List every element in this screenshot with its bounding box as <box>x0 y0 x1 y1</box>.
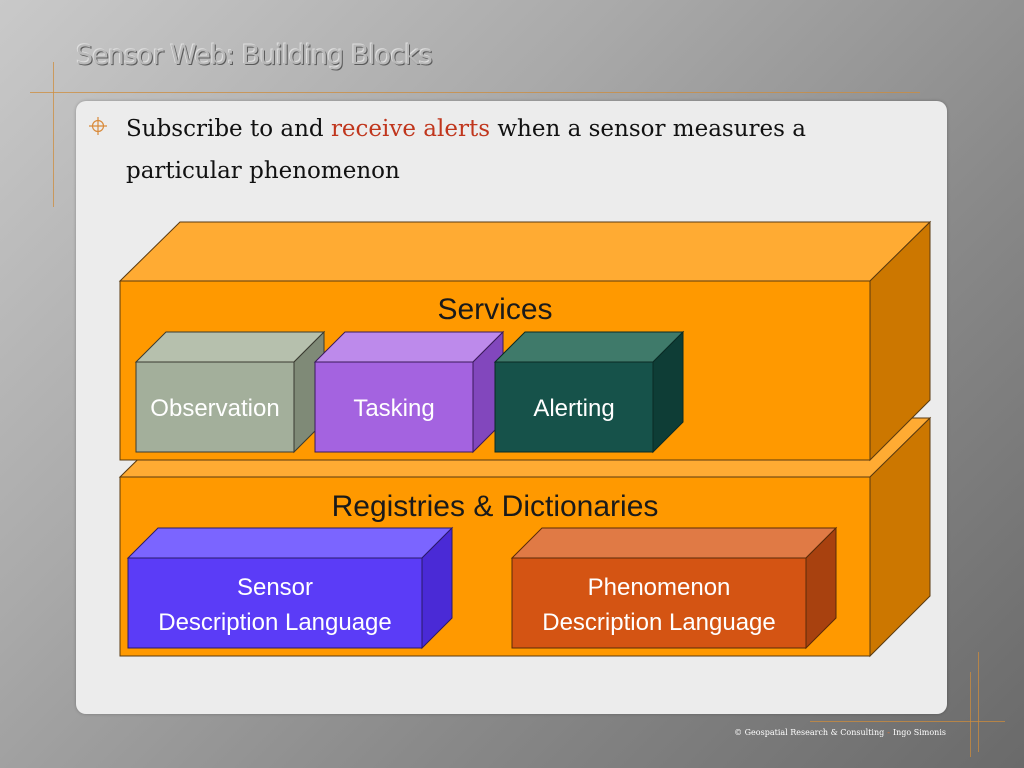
crosshair-bullet-icon <box>88 116 108 141</box>
sensor-description-language-block: Sensor Description Language <box>126 526 454 650</box>
bullet-text: Subscribe to and receive alerts when a s… <box>126 108 916 192</box>
decorative-line-bottom <box>810 721 1005 722</box>
footer-credits: © Geospatial Research & Consulting-Ingo … <box>734 728 946 737</box>
footer-separator: - <box>887 728 890 737</box>
observation-block: Observation <box>134 330 326 454</box>
services-layer-label: Services <box>437 293 552 326</box>
observation-block-label: Observation <box>150 395 279 422</box>
sensor-block-label-line1: Sensor <box>237 574 313 601</box>
decorative-line-right-2 <box>978 652 979 752</box>
phenomenon-block-label-line1: Phenomenon <box>588 574 731 601</box>
footer-left: © Geospatial Research & Consulting <box>734 728 885 737</box>
registries-layer-label: Registries & Dictionaries <box>332 490 659 523</box>
slide-title: Sensor Web: Building Blocks <box>76 40 433 71</box>
sensor-block-label-line2: Description Language <box>158 609 392 636</box>
bullet-text-highlight: receive alerts <box>330 116 491 142</box>
services-layer-top <box>118 221 932 282</box>
bullet-text-start: Subscribe to and <box>126 116 331 142</box>
decorative-line-top <box>30 92 920 93</box>
bullet-text-end: when a sensor measures a particular phen… <box>126 116 806 184</box>
alerting-block-label: Alerting <box>533 395 614 422</box>
decorative-line-right-1 <box>970 672 971 757</box>
tasking-block: Tasking <box>313 330 505 454</box>
alerting-block: Alerting <box>493 330 685 454</box>
footer-right: Ingo Simonis <box>892 728 946 737</box>
phenomenon-description-language-block: Phenomenon Description Language <box>510 526 838 650</box>
decorative-line-left <box>53 62 54 207</box>
tasking-block-label: Tasking <box>353 395 434 422</box>
phenomenon-block-label-line2: Description Language <box>542 609 776 636</box>
services-layer: Services Observation Tasking Alerting <box>118 220 932 462</box>
